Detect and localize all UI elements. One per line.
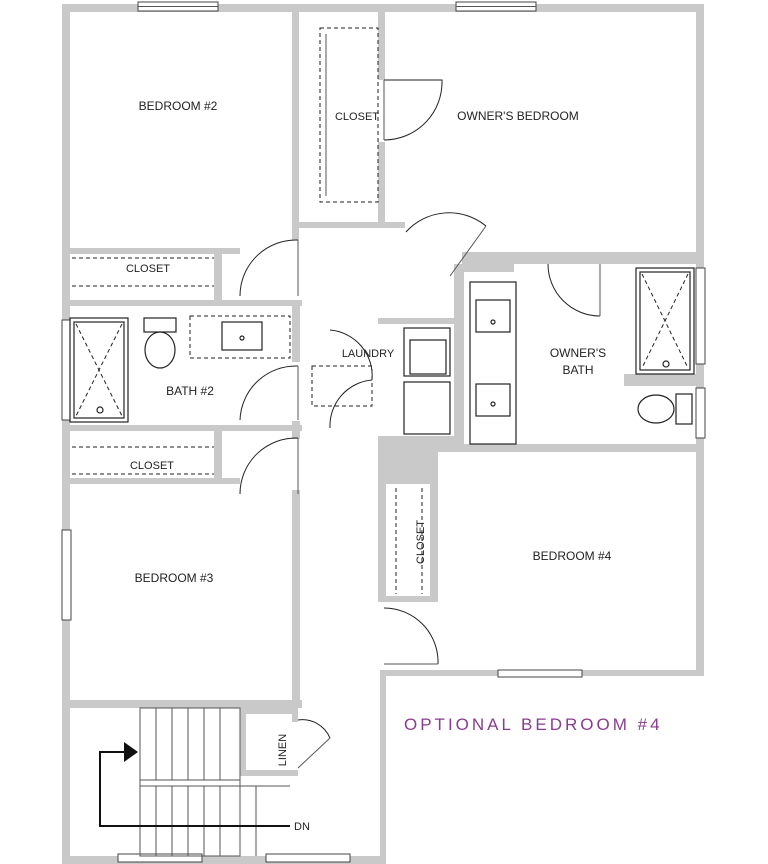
label-bath-2: BATH #2 [166,384,214,398]
label-owners-closet: CLOSET [335,111,379,123]
label-bedroom-2: BEDROOM #2 [139,99,218,113]
label-owners-bath-line1: OWNER'S [550,346,606,360]
label-owners-bath-line2: BATH [562,363,593,377]
label-bedroom-3-closet: CLOSET [130,460,174,472]
label-bedroom-2-closet: CLOSET [126,263,170,275]
doors [239,79,601,769]
label-bedroom-3: BEDROOM #3 [135,571,214,585]
label-bedroom-4: BEDROOM #4 [533,549,612,563]
room-labels: BEDROOM #2 OWNER'S BEDROOM CLOSET CLOSET… [126,99,612,833]
arrow-head-icon [124,742,138,762]
label-stairs-down: DN [294,821,310,833]
label-owners-bedroom: OWNER'S BEDROOM [457,109,579,123]
label-linen: LINEN [277,734,289,766]
label-laundry: LAUNDRY [342,348,395,360]
optional-bedroom-note: OPTIONAL BEDROOM #4 [404,715,663,734]
walls [62,4,704,864]
stairs [99,707,290,857]
stair-direction-arrow [99,751,290,827]
windows [61,1,706,863]
closet-rods [72,27,423,594]
fixtures [69,267,695,445]
label-bedroom-4-closet: CLOSET [415,520,427,564]
